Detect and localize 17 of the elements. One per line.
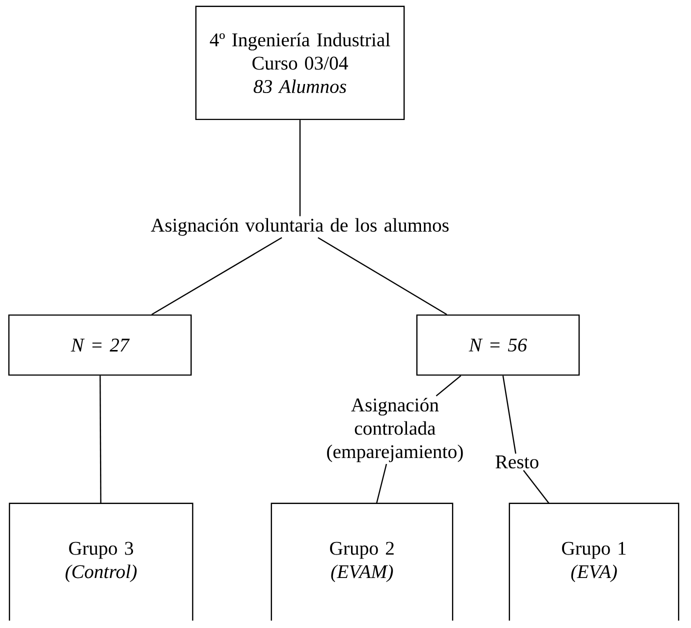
group-box: Grupo 3 (Control) <box>8 502 194 621</box>
connector-line <box>318 237 448 315</box>
group-box: Grupo 1 (EVA) <box>508 502 680 621</box>
branch-label: Asignación controlada (emparejamiento) <box>327 398 463 462</box>
connector-line <box>376 464 388 504</box>
connector-line <box>502 376 516 454</box>
process-box: 4º Ingeniería Industrial Curso 03/04 83 Alumnos <box>195 6 405 120</box>
group-box: Grupo 2 (EVAM) <box>270 502 454 621</box>
branch-label: Asignación voluntaria de los alumnos <box>150 218 449 236</box>
connector-line <box>436 375 462 396</box>
connector-line <box>100 376 102 504</box>
connector-line <box>151 237 282 315</box>
connector-line <box>523 470 550 504</box>
connector-line <box>299 120 301 216</box>
process-box: N = 56 <box>416 314 580 376</box>
process-box: N = 27 <box>8 314 192 376</box>
branch-label: Resto <box>496 456 538 468</box>
